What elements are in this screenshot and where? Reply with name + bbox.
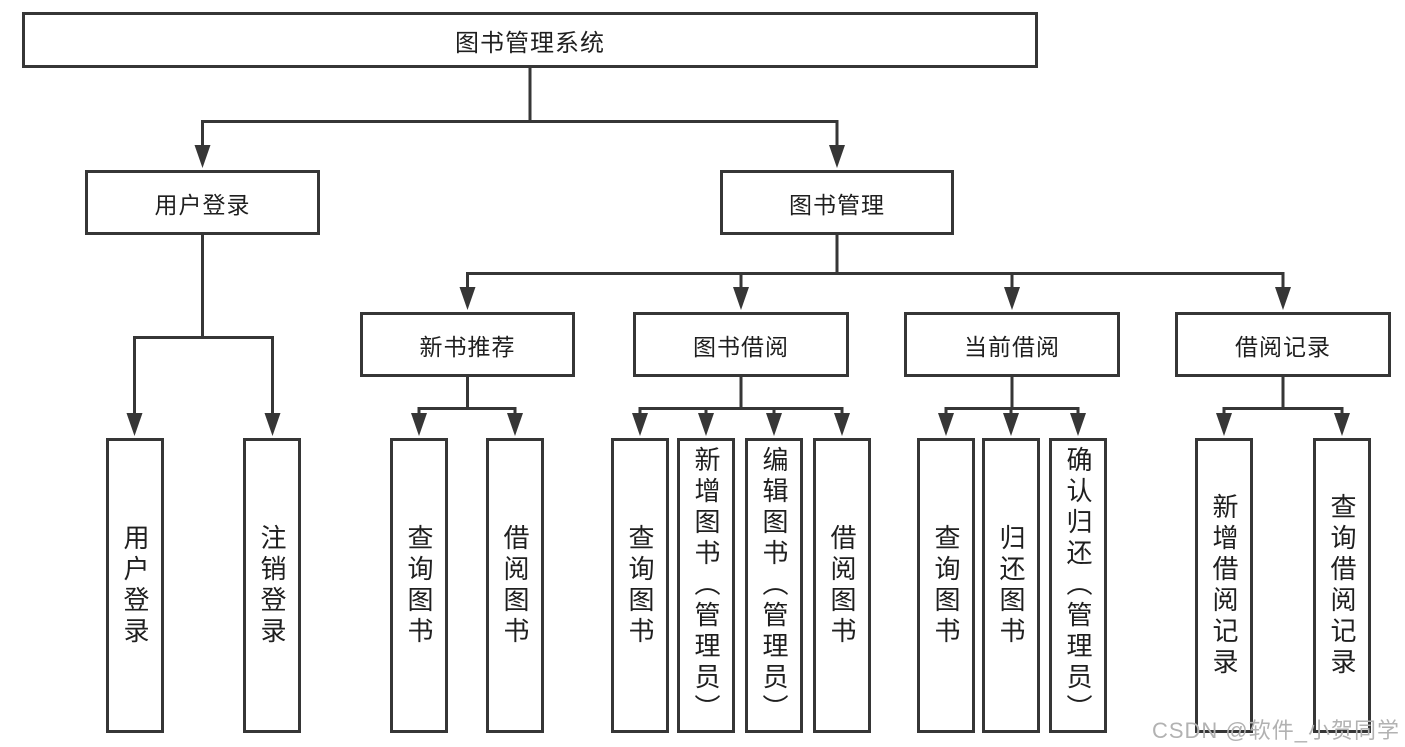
- node-root: 图书管理系统: [22, 12, 1038, 68]
- leaf-current-return-books: 归还图书: [982, 438, 1040, 733]
- node-book-management: 图书管理: [720, 170, 954, 235]
- watermark: CSDN @软件_小贺同学: [1151, 718, 1400, 743]
- leaf-newbook-query-books: 查询图书: [390, 438, 448, 733]
- leaf-user-login: 用户登录: [106, 438, 164, 733]
- node-book-borrow: 图书借阅: [633, 312, 849, 377]
- leaf-borrow-add-books-admin: 新增图书（管理员）: [677, 438, 735, 733]
- leaf-current-query-books: 查询图书: [917, 438, 975, 733]
- arrowheads: [126, 145, 1350, 436]
- node-new-book-recommend: 新书推荐: [360, 312, 575, 377]
- leaf-borrow-borrow-books: 借阅图书: [813, 438, 871, 733]
- leaf-records-add-record: 新增借阅记录: [1195, 438, 1253, 733]
- node-current-borrow: 当前借阅: [904, 312, 1120, 377]
- leaf-records-query-record: 查询借阅记录: [1313, 438, 1371, 733]
- node-user-login: 用户登录: [85, 170, 320, 235]
- leaf-current-confirm-return-admin: 确认归还（管理员）: [1049, 438, 1107, 733]
- leaf-borrow-query-books: 查询图书: [611, 438, 669, 733]
- leaf-borrow-edit-books-admin: 编辑图书（管理员）: [745, 438, 803, 733]
- leaf-newbook-borrow-books: 借阅图书: [486, 438, 544, 733]
- leaf-logout: 注销登录: [243, 438, 301, 733]
- node-borrow-records: 借阅记录: [1175, 312, 1391, 377]
